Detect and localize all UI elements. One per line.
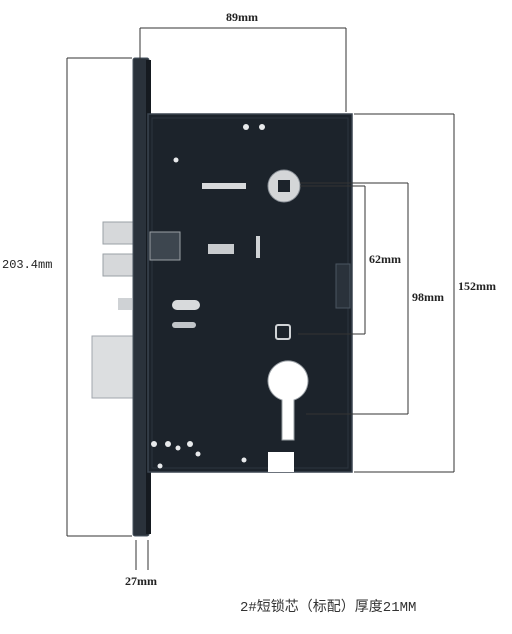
dim-spacing-62: 62mm xyxy=(369,252,401,266)
case-notch xyxy=(268,452,294,472)
dim-height-right: 152mm xyxy=(458,279,496,293)
lock-case xyxy=(147,113,353,473)
thumbturn-hole xyxy=(275,324,291,340)
slot xyxy=(202,183,246,189)
slot xyxy=(208,244,234,254)
dim-spacing-98: 98mm xyxy=(412,290,444,304)
slot xyxy=(256,236,260,258)
screw-hole xyxy=(259,124,265,130)
screw-hole xyxy=(195,451,201,457)
screw-hole xyxy=(165,441,171,447)
slot xyxy=(172,322,196,328)
dim-width-top: 89mm xyxy=(226,10,258,24)
spindle-square xyxy=(278,180,290,192)
latch-bolt-upper xyxy=(102,221,136,245)
guard-bolt xyxy=(118,298,132,310)
dimension-lines xyxy=(66,27,455,570)
slot xyxy=(172,300,200,310)
latch-mechanism xyxy=(149,231,181,261)
screw-hole xyxy=(175,445,181,451)
dim-width-bottom: 27mm xyxy=(125,574,157,588)
caption: 2#短锁芯（标配）厚度21MM xyxy=(240,600,417,616)
screw-hole xyxy=(187,441,193,447)
cylinder-hole xyxy=(267,360,309,441)
edge-tab xyxy=(335,263,351,309)
screw-hole xyxy=(173,157,179,163)
screw-hole xyxy=(241,457,247,463)
screw-hole xyxy=(243,124,249,130)
screw-hole xyxy=(151,441,157,447)
latch-bolt-lower xyxy=(102,253,136,277)
screw-hole xyxy=(157,463,163,469)
dim-height-left: 203.4mm xyxy=(2,258,53,272)
deadbolt xyxy=(91,335,137,399)
